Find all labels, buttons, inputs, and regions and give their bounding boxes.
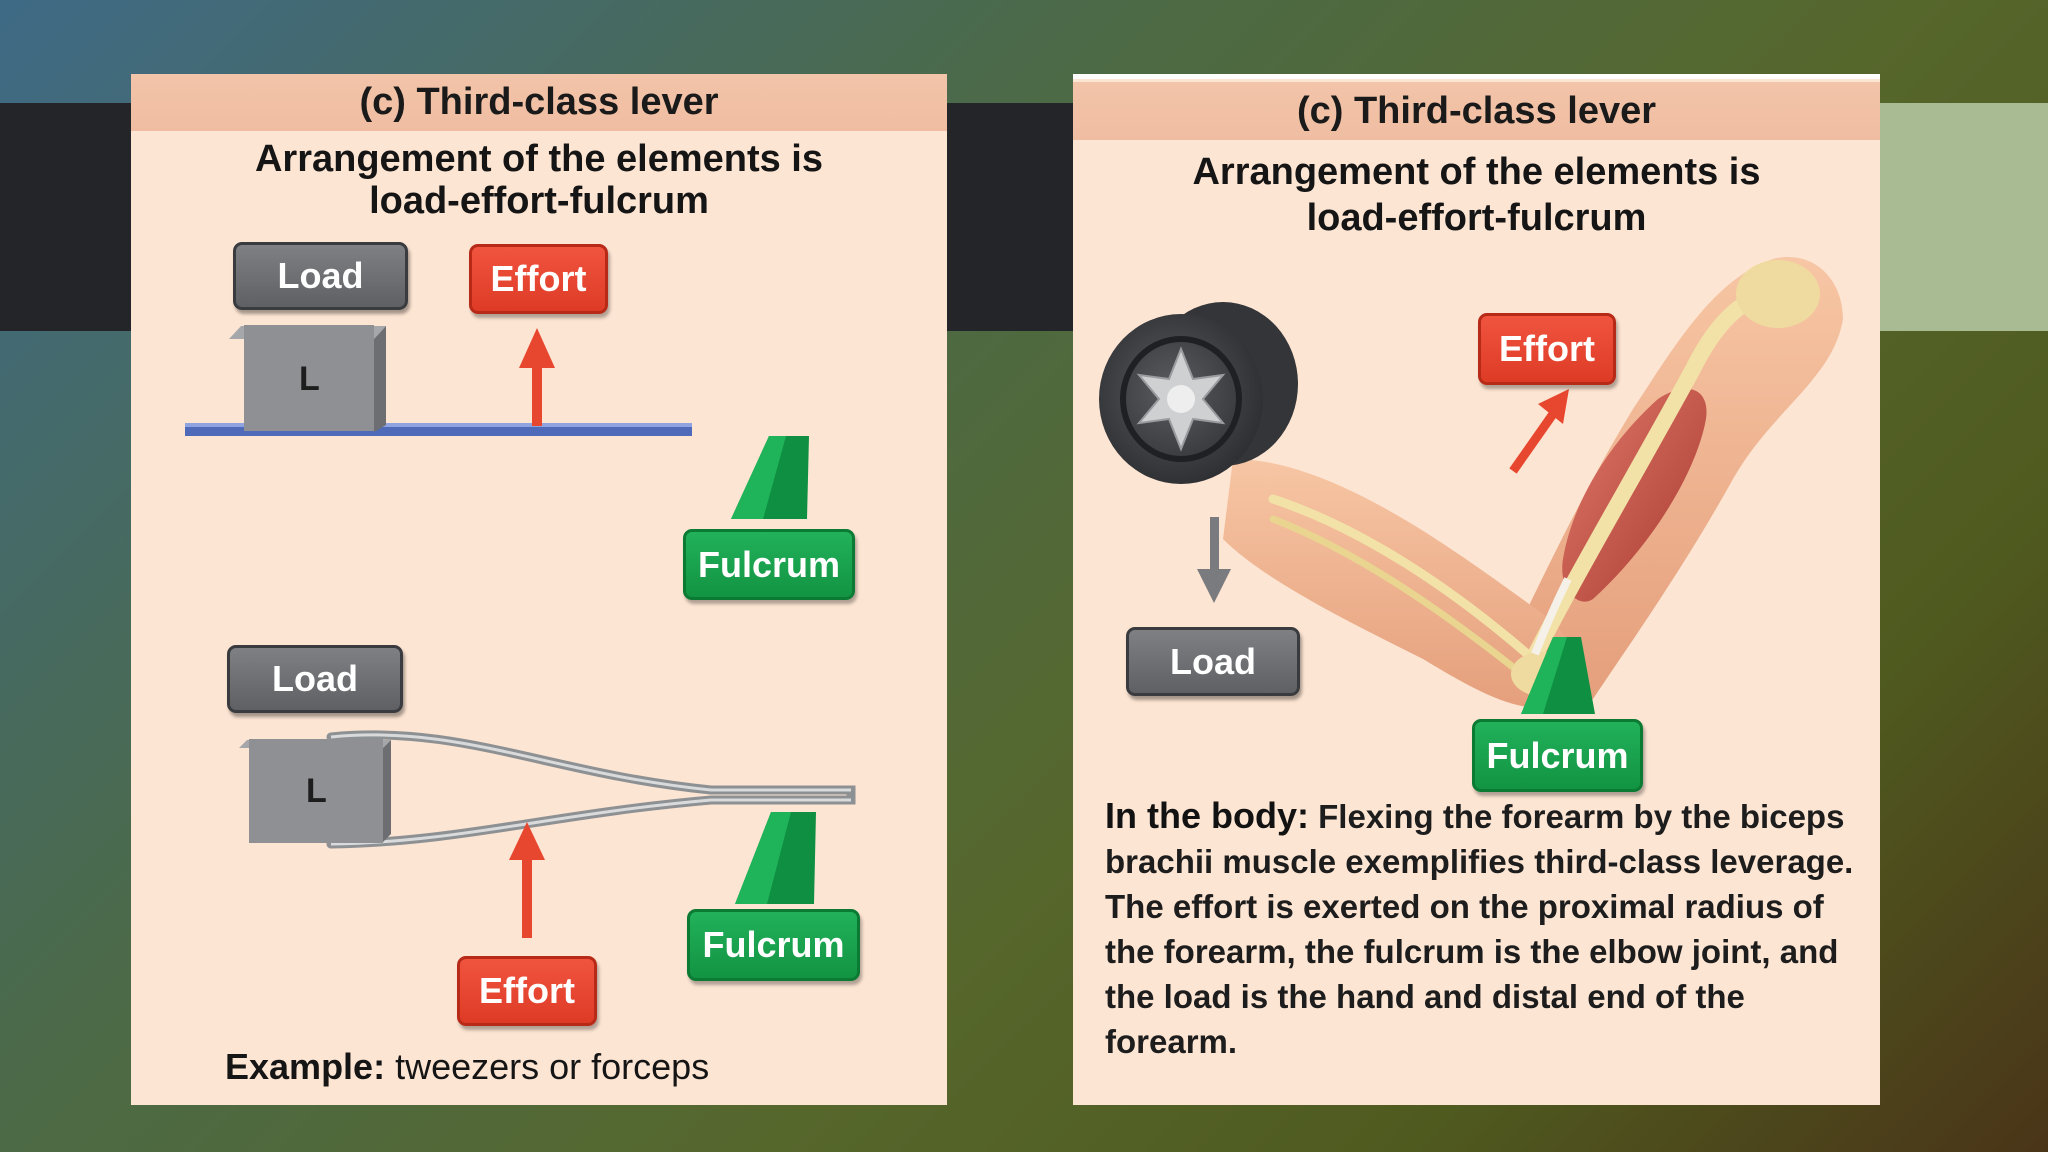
top-load-label: Load — [233, 242, 408, 310]
top-load-box-letter: L — [299, 360, 320, 398]
top-fulcrum-label: Fulcrum — [683, 529, 855, 600]
dumbbell-plate-ring — [1120, 336, 1242, 462]
bottom-effort-arrow — [509, 822, 545, 938]
in-the-body-description: In the body: Flexing the forearm by the … — [1105, 793, 1865, 1064]
fulcrum-label: Fulcrum — [1472, 719, 1643, 792]
bottom-fulcrum-triangle — [735, 812, 816, 904]
arm — [1223, 257, 1843, 708]
top-fulcrum-triangle — [731, 436, 809, 519]
left-panel-header: (c) Third-class lever — [131, 74, 947, 131]
load-label: Load — [1126, 627, 1300, 696]
bottom-fulcrum-label: Fulcrum — [687, 909, 860, 981]
background-band-light — [1880, 103, 2048, 331]
effort-label: Effort — [1478, 313, 1616, 385]
humerus-bone — [1520, 291, 1761, 677]
ulna-bone — [1269, 515, 1532, 683]
dumbbell-nut-center — [1167, 385, 1195, 413]
dumbbell — [1099, 302, 1298, 484]
tweezers-lower-highlight — [330, 798, 851, 846]
top-lever-bar — [185, 426, 692, 436]
top-lever-bar-highlight — [185, 423, 692, 427]
left-panel: (c) Third-class lever Arrangement of the… — [131, 74, 947, 1105]
right-arrangement-line-2: load-effort-fulcrum — [1306, 197, 1647, 239]
bottom-load-label: Load — [227, 645, 403, 713]
example-caption: Example: tweezers or forceps — [225, 1046, 709, 1088]
example-lead: Example: — [225, 1046, 386, 1087]
lever-diagrams — [185, 325, 856, 938]
top-effort-label: Effort — [469, 244, 608, 314]
body-text: Flexing the forearm by the biceps brachi… — [1105, 798, 1854, 1060]
right-arrangement-line-1: Arrangement of the elements is — [1192, 151, 1761, 193]
top-effort-arrow — [519, 328, 555, 426]
top-load-box — [229, 325, 386, 432]
right-panel-header: (c) Third-class lever — [1073, 82, 1880, 140]
example-text: tweezers or forceps — [385, 1046, 710, 1087]
right-panel: (c) Third-class lever Arrangement of the… — [1073, 74, 1880, 1105]
shoulder-joint — [1736, 260, 1820, 328]
tweezers-upper-highlight — [330, 733, 851, 792]
arm-lever-illustration — [1099, 257, 1843, 714]
left-arrangement-line-1: Arrangement of the elements is — [254, 138, 824, 180]
load-arrow — [1197, 517, 1231, 603]
radius-bone — [1268, 494, 1538, 664]
bottom-load-box — [239, 739, 391, 843]
effort-arrow — [1509, 389, 1569, 474]
bottom-lever-figure — [239, 730, 856, 938]
fulcrum-triangle — [1521, 637, 1595, 714]
top-lever-figure — [185, 325, 809, 519]
bottom-effort-label: Effort — [457, 956, 597, 1026]
left-arrangement-line-2: load-effort-fulcrum — [369, 180, 709, 222]
body-lead: In the body: — [1105, 795, 1309, 836]
bottom-load-box-letter: L — [306, 772, 327, 810]
biceps-tendon — [1531, 577, 1572, 656]
